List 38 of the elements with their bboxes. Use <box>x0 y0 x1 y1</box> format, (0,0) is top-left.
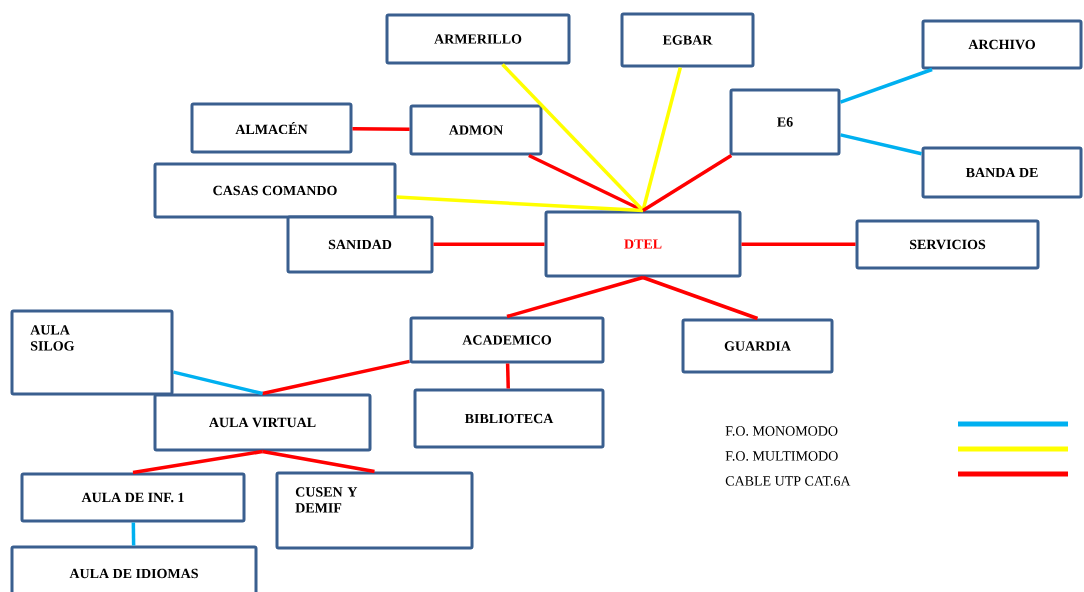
cable-line <box>505 363 510 389</box>
cable-line <box>840 133 922 156</box>
box: AULA DE IDIOMAS <box>10 545 258 592</box>
box: BIBLIOTECA <box>413 388 605 449</box>
cable-line <box>641 67 683 211</box>
cable-line <box>839 67 933 104</box>
box: EGBAR <box>620 12 755 68</box>
cable-line <box>262 359 410 396</box>
cable-line <box>506 275 644 319</box>
box: ARCHIVO <box>921 19 1083 70</box>
cable-line <box>741 242 856 247</box>
cable-line <box>132 449 263 475</box>
legend-text: F.O. MULTIMODO <box>725 451 838 461</box>
cable-line <box>501 63 645 212</box>
box: SANIDAD <box>286 215 434 274</box>
box: CUSEN Y DEMIF <box>275 471 474 550</box>
box: ADMON <box>409 104 543 156</box>
cable-line <box>173 370 263 396</box>
cable-line <box>642 154 733 212</box>
box: AULA DE INF. 1 <box>20 472 246 523</box>
legend-text: F.O. MONOMODO <box>725 426 838 436</box>
box: AULA VIRTUAL <box>153 393 372 452</box>
cable-line <box>642 275 759 321</box>
cable-line <box>433 242 545 247</box>
box: BANDA DE <box>921 146 1083 199</box>
cable-line <box>352 127 410 132</box>
box: GUARDIA <box>681 318 834 374</box>
box: SERVICIOS <box>855 219 1040 270</box>
box: AULA SILOG <box>10 309 174 396</box>
box: DTEL <box>544 210 742 278</box>
box: ACADEMICO <box>409 316 605 364</box>
box: CASAS COMANDO <box>153 162 397 219</box>
box: ALMACÉN <box>190 102 353 154</box>
legend-text: CABLE UTP CAT.6A <box>725 476 851 486</box>
cable-line <box>396 195 644 213</box>
box: E6 <box>729 88 841 156</box>
box: ARMERILLO <box>385 13 571 65</box>
cable-line <box>131 522 136 546</box>
